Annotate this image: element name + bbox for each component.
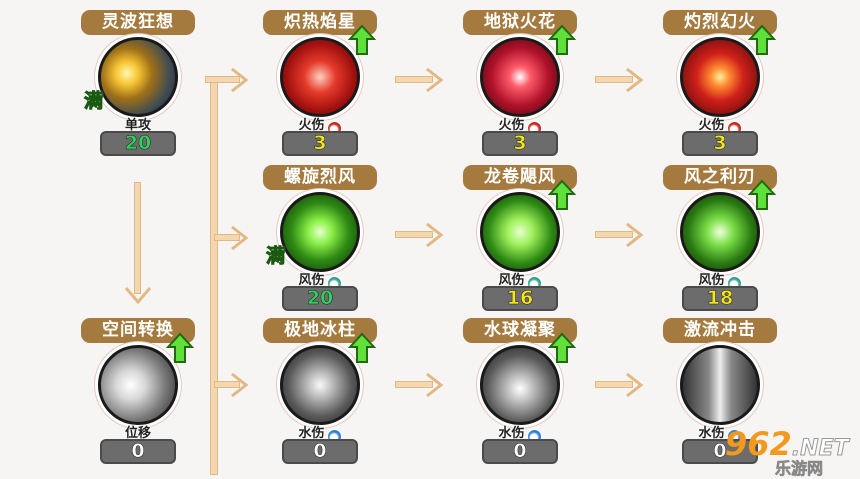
upgrade-arrow-icon[interactable] (348, 332, 376, 364)
skill-node[interactable]: 螺旋烈风 满风伤● 20 (260, 165, 380, 315)
arrow-right-icon (426, 67, 444, 93)
skill-type: 单攻 (78, 114, 198, 133)
skill-level: 3 (482, 131, 558, 156)
skill-icon[interactable] (480, 37, 560, 117)
connector-vertical-left (134, 182, 141, 294)
skill-node[interactable]: 激流冲击 水伤● 0 (660, 318, 780, 468)
skill-level: 0 (100, 439, 176, 464)
skill-title: 风之利刃 (663, 165, 777, 190)
arrow-right-icon (626, 222, 644, 248)
skill-icon[interactable] (98, 345, 178, 425)
arrow-right-icon (426, 372, 444, 398)
skill-type-label: 火伤 (298, 118, 325, 133)
watermark-number: 962 (725, 425, 792, 463)
skill-node[interactable]: 龙卷飓风 风伤● 16 (460, 165, 580, 315)
skill-icon[interactable] (98, 37, 178, 117)
skill-node[interactable]: 地狱火花 火伤● 3 (460, 10, 580, 160)
skill-type-label: 水伤 (498, 426, 525, 441)
skill-level: 16 (482, 286, 558, 311)
connector-bottom (214, 381, 240, 388)
skill-type-label: 风伤 (298, 273, 325, 288)
skill-icon[interactable] (680, 345, 760, 425)
skill-level: 18 (682, 286, 758, 311)
upgrade-arrow-icon[interactable] (548, 332, 576, 364)
connector-horizontal (595, 381, 633, 388)
max-level-badge: 满 (83, 90, 104, 113)
arrow-right-icon (231, 372, 249, 398)
skill-title: 极地冰柱 (263, 318, 377, 343)
connector-trunk (210, 78, 218, 475)
upgrade-arrow-icon[interactable] (548, 179, 576, 211)
arrow-right-icon (626, 67, 644, 93)
upgrade-arrow-icon[interactable] (748, 179, 776, 211)
skill-node[interactable]: 灵波狂想 满单攻 20 (78, 10, 198, 160)
skill-icon[interactable] (680, 192, 760, 272)
connector-horizontal (595, 231, 633, 238)
upgrade-arrow-icon[interactable] (748, 24, 776, 56)
skill-type-label: 单攻 (124, 118, 151, 133)
watermark-suffix: .NET (791, 436, 849, 462)
skill-node[interactable]: 极地冰柱 水伤● 0 (260, 318, 380, 468)
skill-node[interactable]: 水球凝聚 水伤● 0 (460, 318, 580, 468)
skill-icon[interactable] (280, 345, 360, 425)
connector-horizontal (595, 76, 633, 83)
skill-type-label: 风伤 (698, 273, 725, 288)
arrow-right-icon (231, 225, 249, 251)
skill-type-label: 火伤 (498, 118, 525, 133)
skill-title: 螺旋烈风 (263, 165, 377, 190)
skill-level: 20 (282, 286, 358, 311)
skill-type-label: 水伤 (698, 426, 725, 441)
skill-node[interactable]: 灼烈幻火 火伤● 3 (660, 10, 780, 160)
arrow-right-icon (231, 67, 249, 93)
connector-horizontal (395, 76, 433, 83)
connector-top (205, 76, 240, 83)
arrow-right-icon (426, 222, 444, 248)
skill-icon[interactable] (680, 37, 760, 117)
skill-type-label: 火伤 (698, 118, 725, 133)
watermark: 962.NET 乐游网 (725, 425, 849, 479)
skill-type: 位移 (78, 422, 198, 441)
skill-title: 激流冲击 (663, 318, 777, 343)
skill-icon[interactable] (280, 192, 360, 272)
max-level-badge: 满 (265, 245, 286, 268)
skill-level: 0 (282, 439, 358, 464)
connector-horizontal (395, 381, 433, 388)
upgrade-arrow-icon[interactable] (548, 24, 576, 56)
skill-title: 龙卷飓风 (463, 165, 577, 190)
arrow-right-icon (626, 372, 644, 398)
skill-type-label: 位移 (124, 426, 151, 441)
watermark-site: 乐游网 (775, 459, 824, 479)
skill-icon[interactable] (480, 192, 560, 272)
skill-type-label: 风伤 (498, 273, 525, 288)
connector-mid (214, 234, 240, 241)
upgrade-arrow-icon[interactable] (166, 332, 194, 364)
skill-level: 0 (682, 439, 758, 464)
skill-icon[interactable] (480, 345, 560, 425)
skill-type-label: 水伤 (298, 426, 325, 441)
upgrade-arrow-icon[interactable] (348, 24, 376, 56)
skill-title: 灵波狂想 (81, 10, 195, 35)
skill-level: 0 (482, 439, 558, 464)
skill-level: 3 (682, 131, 758, 156)
skill-level: 3 (282, 131, 358, 156)
skill-icon[interactable] (280, 37, 360, 117)
skill-level: 20 (100, 131, 176, 156)
skill-node[interactable]: 炽热焰星 火伤● 3 (260, 10, 380, 160)
skill-node[interactable]: 空间转换 位移 0 (78, 318, 198, 468)
connector-horizontal (395, 231, 433, 238)
skill-node[interactable]: 风之利刃 风伤● 18 (660, 165, 780, 315)
arrow-down-icon (124, 287, 152, 305)
